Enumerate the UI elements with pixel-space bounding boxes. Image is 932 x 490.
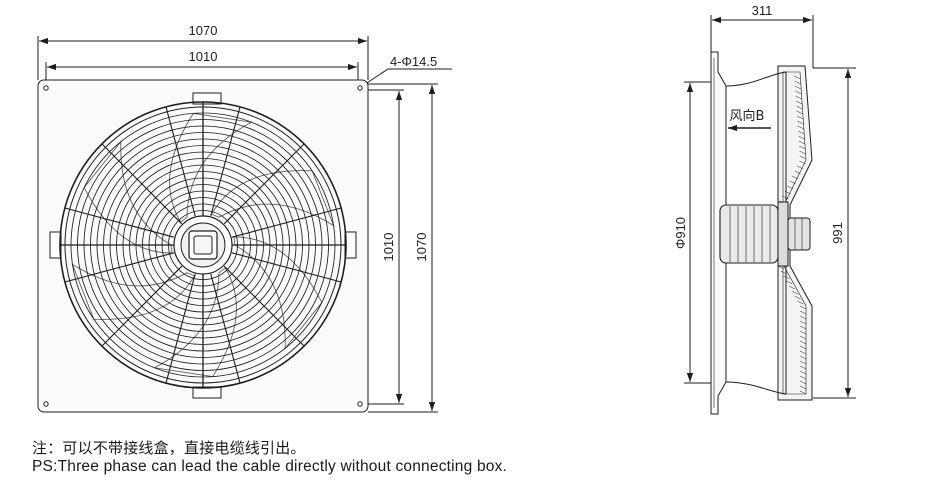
note-english: PS:Three phase can lead the cable direct… <box>32 458 508 475</box>
guard-wire-end <box>782 195 789 200</box>
guard-wire-end <box>799 320 807 325</box>
airflow-label: 风向B <box>730 108 765 124</box>
fan-blade <box>233 236 323 350</box>
guard-wire-end <box>799 305 807 310</box>
guard-wire-end <box>799 345 807 350</box>
hole-spacing-width-label: 1010 <box>189 49 218 64</box>
mounting-hole <box>43 85 49 91</box>
guard-wire-end <box>794 295 801 300</box>
guard-spoke <box>210 106 241 217</box>
guard-wire-end <box>799 355 807 360</box>
guard-wire-end <box>787 185 794 190</box>
guard-wire-end <box>799 380 807 385</box>
side-view <box>684 15 856 415</box>
guard-wire-end <box>789 180 796 185</box>
flange-height-label: 991 <box>830 222 845 244</box>
guard-wire-end <box>792 175 799 180</box>
guard-wire-end <box>799 370 807 375</box>
guard-wire-end <box>799 145 806 150</box>
guard-wire-end <box>799 365 807 370</box>
guard-spoke <box>64 207 175 238</box>
mounting-hole <box>43 401 49 407</box>
guard-spoke <box>223 143 305 225</box>
guard-spoke <box>101 265 183 347</box>
guard-diameter-label: Φ910 <box>673 217 688 249</box>
guard-wire-end <box>799 325 807 330</box>
hole-spacing-height-label: 1010 <box>381 233 396 262</box>
fan-blade <box>83 140 173 254</box>
guard-lugs <box>49 92 357 399</box>
guard-wire-end <box>798 140 805 145</box>
guard-wire-end <box>799 350 807 355</box>
guard-wire-end <box>788 285 796 290</box>
guard-wire-end <box>799 335 807 340</box>
guard-wire-end <box>794 75 801 80</box>
guard-wire-end <box>799 155 807 160</box>
guard-wire-end <box>797 300 804 305</box>
guard-wire-end <box>799 330 807 335</box>
overall-height-label: 1070 <box>414 233 429 262</box>
guard-spoke <box>231 207 342 238</box>
guard-spoke <box>101 143 183 225</box>
guard-spoke <box>165 273 196 384</box>
guard-wire-end <box>794 170 801 175</box>
guard-spoke <box>231 252 342 283</box>
guard-wire-end <box>797 120 804 125</box>
note-chinese: 注：可以不带接线盒，直接电缆线引出。 <box>32 439 306 457</box>
guard-wire-end <box>799 390 807 395</box>
guard-spoke <box>223 265 305 347</box>
guard-wire-end <box>799 340 807 345</box>
hole-spec-label: 4-Φ14.5 <box>390 54 437 69</box>
guard-spoke <box>64 252 175 283</box>
front-view <box>37 36 452 413</box>
fan-blades <box>71 112 335 378</box>
guard-wire-end <box>797 130 805 135</box>
guard-wire-end <box>794 85 802 90</box>
guard-wire-end <box>797 125 804 130</box>
fan-blade <box>153 267 237 378</box>
guard-wire-end <box>796 115 804 120</box>
guard-wire-end <box>796 110 803 115</box>
guard-wire-end <box>799 150 806 155</box>
side-motor-terminal <box>787 217 811 251</box>
guard-wire-end <box>799 375 807 380</box>
guard-wire-end <box>795 90 802 95</box>
guard-wire-end <box>791 290 798 295</box>
side-motor-flange <box>777 201 789 267</box>
guard-wire-end <box>799 310 807 315</box>
guard-wire-end <box>799 385 807 390</box>
guard-wire-end <box>799 360 807 365</box>
overall-width-label: 1070 <box>189 23 218 38</box>
guard-wire-end <box>786 280 793 285</box>
guard-wire-end <box>798 135 805 140</box>
guard-wire-end <box>795 100 803 105</box>
guard-wire-end <box>794 80 801 85</box>
guard-wire-end <box>796 105 803 110</box>
fan-blade <box>169 112 253 223</box>
guard-wire-end <box>795 95 802 100</box>
side-motor-body <box>719 204 779 264</box>
fan-guard <box>59 101 347 389</box>
guard-wire-end <box>799 160 806 165</box>
guard-spoke <box>165 106 196 217</box>
depth-label: 311 <box>752 3 773 18</box>
guard-spoke <box>210 273 241 384</box>
fan-blade <box>71 263 196 320</box>
mounting-hole <box>357 401 363 407</box>
fan-blade <box>210 170 335 227</box>
guard-wire-end <box>799 315 807 320</box>
guard-wire-end <box>796 165 804 170</box>
mounting-hole <box>357 85 363 91</box>
